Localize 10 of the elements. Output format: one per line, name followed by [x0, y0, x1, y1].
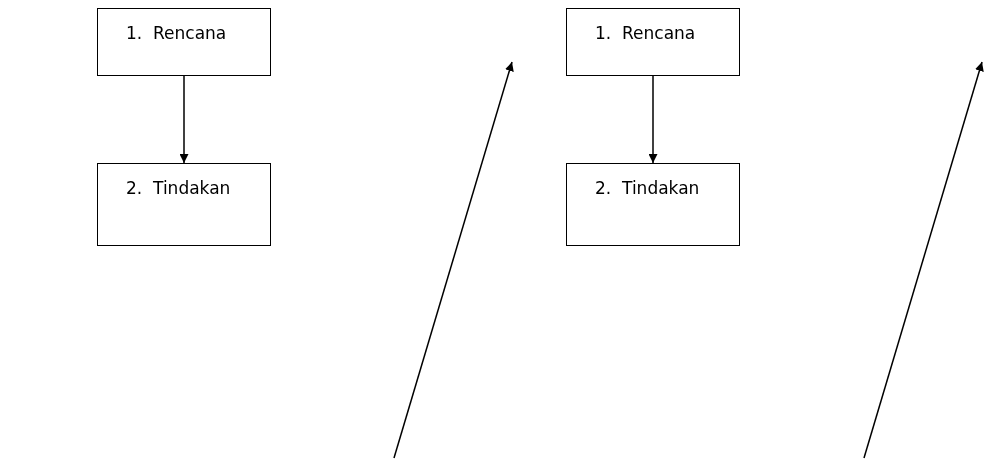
process-box — [566, 163, 740, 246]
arrow — [648, 75, 658, 164]
box-label: 2. Tindakan — [595, 178, 700, 198]
box-label: 1. Rencana — [595, 23, 696, 43]
box-label: 1. Rencana — [126, 23, 227, 43]
process-box — [97, 163, 271, 246]
arrow — [179, 75, 189, 164]
box-label: 2. Tindakan — [126, 178, 231, 198]
process-box — [566, 8, 740, 76]
process-box — [97, 8, 271, 76]
